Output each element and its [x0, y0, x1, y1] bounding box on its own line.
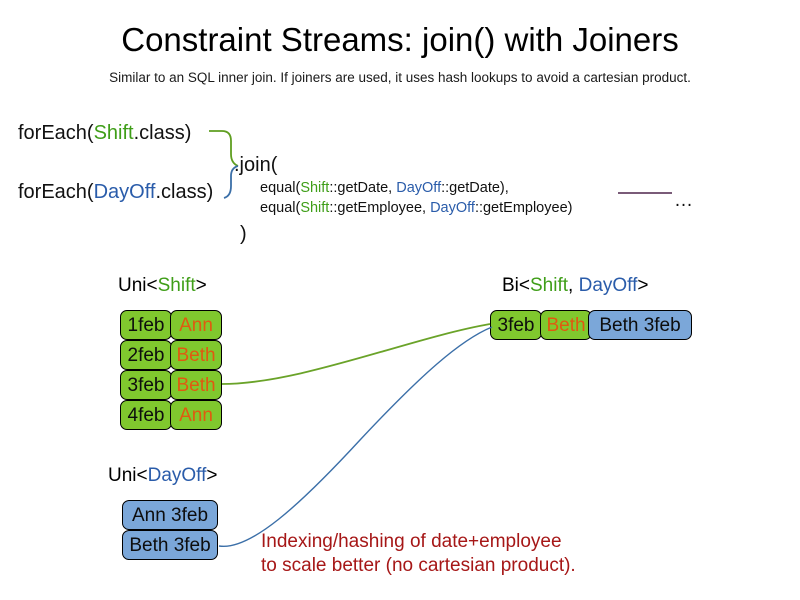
shift-row-employee: Beth [170, 340, 222, 370]
label-bi-shift-dayoff: Bi<Shift, DayOff> [502, 274, 648, 298]
code-foreach-dayoff-suffix: .class) [155, 181, 214, 203]
bi-row-employee: Beth [540, 310, 592, 340]
label-bi-type-shift: Shift [530, 275, 569, 296]
label-uni-dayoff-type: DayOff [147, 465, 207, 486]
code-join-close: ) [240, 223, 247, 245]
connector-dayoff-to-bi [218, 326, 493, 548]
page-title: Constraint Streams: join() with Joiners [121, 21, 679, 58]
label-bi-separator: , [568, 275, 579, 296]
label-uni-shift-prefix: Uni< [118, 275, 158, 296]
dayoff-row: Ann 3feb [122, 500, 218, 530]
annotation-line-2: to scale better (no cartesian product). [261, 555, 576, 576]
code-joiner-2-right-type: DayOff [430, 200, 475, 216]
shift-row-employee: Ann [170, 400, 222, 430]
code-joiner-1-right-type: DayOff [396, 180, 442, 196]
bi-row-date: 3feb [490, 310, 542, 340]
shift-row-date: 3feb [120, 370, 172, 400]
annotation-line-1: Indexing/hashing of date+employee [261, 531, 562, 552]
bi-row-dayoff: Beth 3feb [588, 310, 692, 340]
code-foreach-shift-prefix: forEach( [18, 122, 94, 144]
label-bi-type-dayoff: DayOff [578, 275, 638, 296]
label-bi-suffix: > [637, 275, 649, 296]
label-bi-prefix: Bi< [502, 275, 530, 296]
dayoff-row: Beth 3feb [122, 530, 218, 560]
shift-row-employee: Beth [170, 370, 222, 400]
code-ellipsis: … [674, 190, 693, 211]
code-joiner-1-open: equal( [260, 180, 301, 196]
shift-row-date: 2feb [120, 340, 172, 370]
shift-row-date: 4feb [120, 400, 172, 430]
code-joiner-2-open: equal( [260, 200, 301, 216]
code-foreach-dayoff: forEach(DayOff.class) [18, 179, 213, 205]
label-uni-shift-type: Shift [157, 275, 196, 296]
label-uni-dayoff: Uni<DayOff> [108, 464, 218, 488]
label-uni-dayoff-prefix: Uni< [108, 465, 148, 486]
code-joiner-1-right-ref: ::getDate), [441, 180, 509, 196]
shift-row-date: 1feb [120, 310, 172, 340]
code-joiner-2-left-ref: ::getEmployee, [329, 200, 431, 216]
code-joiner-2-right-ref: ::getEmployee) [474, 200, 573, 216]
label-uni-dayoff-suffix: > [206, 465, 218, 486]
annotation-note: Indexing/hashing of date+employee to sca… [261, 530, 576, 578]
code-foreach-dayoff-prefix: forEach( [18, 181, 94, 203]
code-joiner-equal-date: equal(Shift::getDate, DayOff::getDate), [260, 178, 509, 198]
code-joiner-2-left-type: Shift [300, 200, 330, 216]
label-uni-shift-suffix: > [195, 275, 207, 296]
code-foreach-shift: forEach(Shift.class) [18, 120, 191, 146]
label-uni-shift: Uni<Shift> [118, 274, 207, 298]
code-joiner-1-left-ref: ::getDate, [329, 180, 397, 196]
code-joiner-1-left-type: Shift [300, 180, 330, 196]
code-foreach-shift-type: Shift [93, 122, 134, 144]
connector-shift-to-bi [221, 323, 491, 385]
code-foreach-dayoff-type: DayOff [93, 181, 156, 203]
page-subtitle: Similar to an SQL inner join. If joiners… [109, 70, 691, 85]
code-join-open: .join( [234, 154, 278, 176]
shift-row-employee: Ann [170, 310, 222, 340]
code-foreach-shift-suffix: .class) [133, 122, 192, 144]
code-joiner-equal-employee: equal(Shift::getEmployee, DayOff::getEmp… [260, 198, 572, 218]
